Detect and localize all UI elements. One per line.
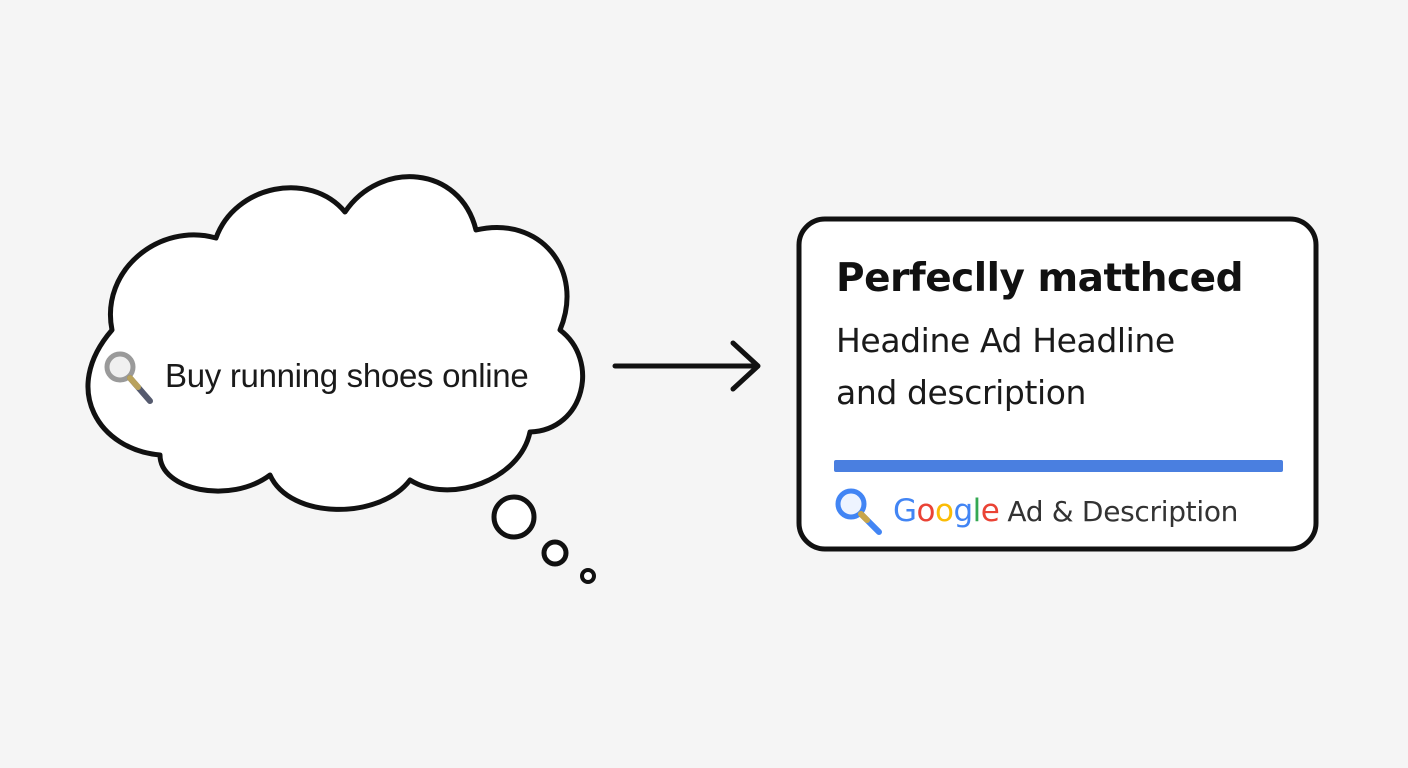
- search-icon: [104, 351, 153, 404]
- thought-dot-large: [491, 494, 537, 540]
- google-logo: Google: [893, 493, 1000, 529]
- arrow-right-icon: [612, 340, 761, 392]
- thought-dot-medium: [541, 539, 569, 567]
- google-logo-letter: g: [953, 493, 973, 529]
- google-logo-letter: o: [916, 493, 936, 529]
- ad-description-line-1: Headine Ad Headline: [836, 321, 1175, 360]
- ad-description-line-2: and description: [836, 373, 1087, 412]
- ad-footer: Google Ad & Description: [833, 486, 1238, 536]
- thought-dot-small: [580, 568, 596, 584]
- google-logo-letter: o: [935, 493, 954, 529]
- search-icon: [835, 488, 882, 535]
- thought-cloud: [85, 174, 585, 512]
- ad-description: Headine Ad Headline and description: [836, 315, 1276, 419]
- google-logo-letter: G: [893, 493, 917, 529]
- google-logo-letter: l: [972, 493, 982, 529]
- search-query: Buy running shoes online: [101, 348, 529, 404]
- ad-footer-text: Ad & Description: [1007, 494, 1239, 528]
- ad-headline: Perfeclly matthced: [836, 256, 1244, 301]
- query-text: Buy running shoes online: [165, 357, 529, 394]
- ad-divider-bar: [834, 460, 1283, 472]
- google-logo-letter: e: [980, 493, 1000, 529]
